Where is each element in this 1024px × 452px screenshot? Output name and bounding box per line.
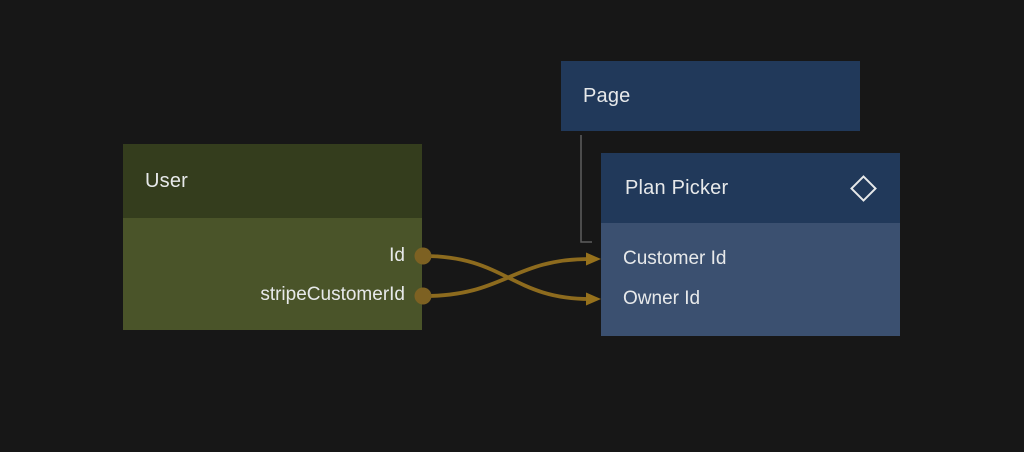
field-label-id: Id: [389, 244, 405, 266]
connection-wire: [423, 254, 591, 301]
connection-arrowhead-icon: [586, 252, 601, 266]
node-plan-picker-header: Plan Picker: [601, 153, 900, 223]
field-row-owner-id[interactable]: Owner Id: [601, 279, 900, 319]
node-user[interactable]: User Id stripeCustomerId: [123, 144, 422, 330]
diamond-icon: [850, 174, 877, 202]
page-planpicker-elbow-link: [580, 135, 592, 243]
node-page-header: Page: [561, 61, 860, 131]
connection-stripecustomerid-to-customer-id[interactable]: [423, 252, 601, 298]
node-user-header: User: [123, 144, 422, 218]
node-plan-picker-body: Customer Id Owner Id: [601, 223, 900, 336]
node-user-title: User: [145, 169, 189, 192]
connection-wire: [423, 257, 591, 298]
field-label-stripecustomerid: stripeCustomerId: [260, 283, 405, 305]
field-row-stripecustomerid[interactable]: stripeCustomerId: [123, 275, 422, 314]
node-plan-picker-title: Plan Picker: [625, 176, 729, 199]
field-label-owner-id: Owner Id: [623, 288, 701, 309]
connection-id-to-owner-id[interactable]: [423, 254, 601, 306]
field-row-customer-id[interactable]: Customer Id: [601, 239, 900, 279]
node-plan-picker[interactable]: Plan Picker Customer Id Owner Id: [601, 153, 900, 336]
field-row-id[interactable]: Id: [123, 236, 422, 275]
field-label-customer-id: Customer Id: [623, 248, 727, 269]
node-user-body: Id stripeCustomerId: [123, 218, 422, 330]
connection-arrowhead-icon: [586, 292, 601, 306]
node-page-title: Page: [583, 84, 631, 107]
node-page[interactable]: Page: [561, 61, 860, 131]
